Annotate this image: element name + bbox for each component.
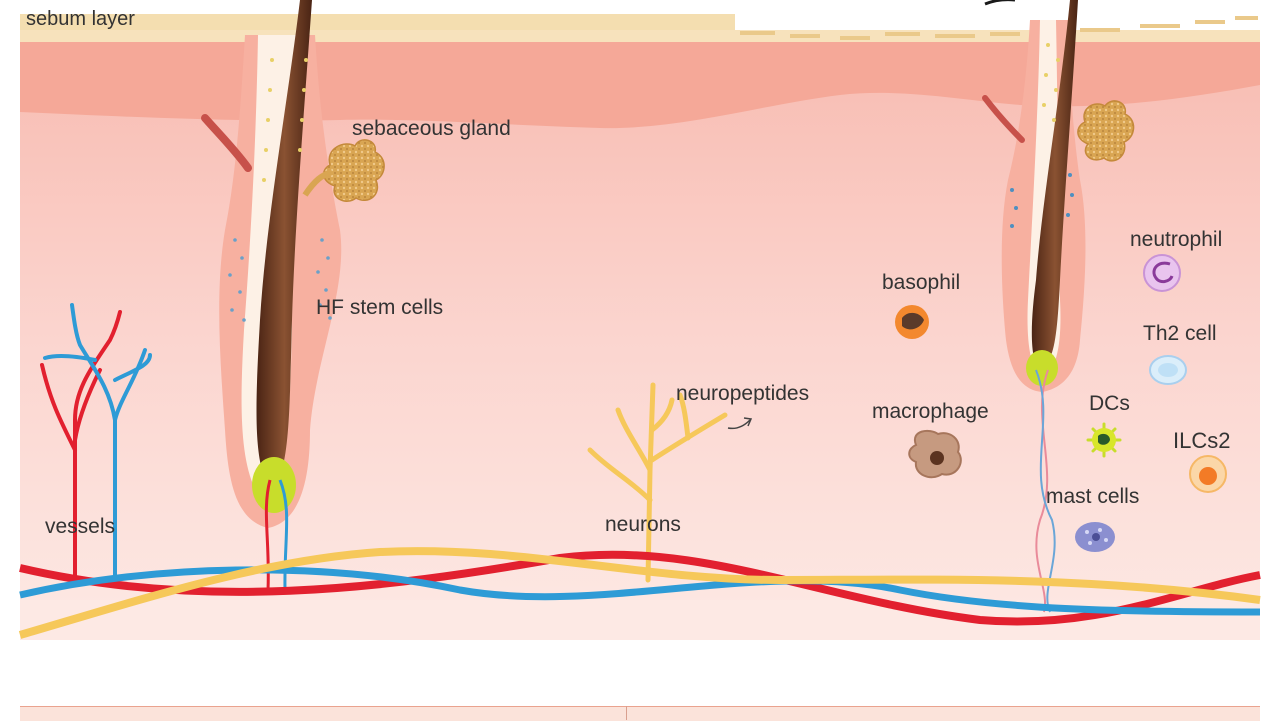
neuropeptide-arrowhead (743, 417, 753, 427)
sebaceous-gland-left (323, 139, 385, 202)
papilla-vessel-blue-left (278, 479, 289, 591)
sebum-dots-right (1042, 43, 1060, 122)
basophil-cell (895, 305, 929, 339)
label-sebaceous-gland: sebaceous gland (352, 117, 511, 140)
top-arrow (984, 0, 1015, 6)
sebum-layer-band (20, 14, 735, 32)
nerve-fiber-right-blue (1035, 369, 1056, 613)
label-sebum-layer: sebum layer (26, 8, 135, 30)
label-mast-cells: mast cells (1046, 485, 1140, 508)
neuron-tree (587, 382, 728, 583)
epidermis (20, 40, 1260, 129)
ilcs2-cell (1189, 455, 1227, 493)
label-dcs: DCs (1089, 392, 1130, 415)
arrector-pili-left (201, 114, 252, 172)
dermal-papilla-left (252, 457, 296, 513)
label-ilcs2: ILCs2 (1173, 428, 1231, 453)
neuropeptide-arrow (727, 419, 751, 430)
label-hf-stem-cells: HF stem cells (316, 296, 444, 319)
sebaceous-gland-right (1077, 100, 1135, 162)
arrector-pili-right (982, 95, 1025, 143)
hair-shaft-right (1031, 0, 1078, 358)
stem-cell-dots-left (228, 238, 332, 322)
label-neutrophil: neutrophil (1130, 228, 1223, 251)
macrophage-cell (908, 429, 962, 479)
dermal-papilla-right (1026, 350, 1058, 386)
label-neuropeptides: neuropeptides (676, 382, 810, 405)
hair-shaft-left (256, 0, 312, 470)
bottom-nerve-yellow (18, 547, 1261, 639)
vessel-tree (40, 303, 152, 582)
sebum-layer-edge (20, 30, 1260, 42)
papilla-vessel-red-left (264, 479, 272, 591)
dendritic-cell (1086, 422, 1122, 458)
sebum-dashes (740, 16, 1258, 40)
bottom-table-divider (626, 706, 627, 720)
label-neurons: neurons (605, 513, 681, 536)
th2-cell (1149, 355, 1187, 385)
bottom-vessel-blue (19, 566, 1261, 616)
mast-cell (1075, 522, 1115, 552)
label-macrophage: macrophage (872, 400, 989, 423)
sebum-dots-left (262, 58, 308, 182)
gland-duct-left (302, 169, 333, 197)
neutrophil-cell (1143, 254, 1181, 292)
stem-cell-dots-right (1010, 173, 1074, 228)
label-basophil: basophil (882, 271, 961, 294)
nerve-fiber-right-pink (1035, 369, 1049, 613)
label-th2-cell: Th2 cell (1143, 322, 1217, 345)
label-vessels: vessels (45, 515, 116, 538)
bottom-table-edge (20, 706, 1260, 721)
